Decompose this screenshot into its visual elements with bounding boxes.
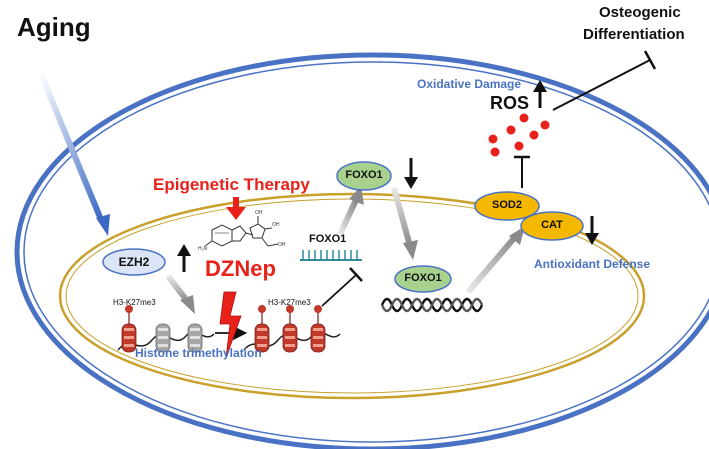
svg-text:OH: OH	[278, 242, 286, 248]
epigenetic-therapy-label: Epigenetic Therapy	[153, 175, 310, 194]
histone-cluster-right	[243, 305, 341, 353]
foxo1-protein-nucleus	[394, 265, 452, 293]
oxidative-damage-label: Oxidative Damage	[417, 77, 522, 91]
therapy-arrow	[226, 197, 246, 220]
sod2-label: SOD2	[492, 199, 522, 211]
cat-enzyme	[520, 211, 584, 241]
foxo1-gene-label: FOXO1	[309, 233, 347, 245]
cell-membrane	[14, 52, 709, 449]
svg-text:OH: OH	[255, 210, 263, 216]
svg-text:OH: OH	[272, 222, 280, 228]
foxo1-protein-label: FOXO1	[345, 169, 383, 181]
nucleus-membrane	[58, 192, 646, 400]
arrow-up-icon	[533, 80, 547, 108]
arrow-down-icon	[404, 158, 418, 189]
arrow-up-icon	[177, 244, 191, 272]
ezh2-to-histone-arrow	[165, 274, 195, 314]
sod2-enzyme	[474, 191, 540, 221]
dznep-label: DZNep	[205, 256, 276, 281]
dna-helix	[380, 297, 484, 313]
h3k27me3-label-left: H3-K27me3	[113, 298, 156, 307]
ezh2-label: EZH2	[118, 255, 150, 269]
cat-label: CAT	[541, 219, 563, 231]
lightning-bolt-icon	[219, 291, 242, 359]
foxo1-gene	[300, 250, 362, 261]
dna-to-antioxidant-arrow	[465, 226, 525, 294]
dznep-structure-icon	[204, 216, 279, 247]
h3k27me3-label-right: H3-K27me3	[268, 298, 311, 307]
osteogenic-label-line2: Differentiation	[583, 26, 685, 43]
antioxidant-inhibition	[514, 155, 530, 188]
histone-trimethylation-label: Histone trimethylation	[135, 346, 262, 360]
ros-osteogenic-inhibition	[552, 59, 651, 111]
aging-arrow	[37, 70, 105, 224]
foxo1-nuclear-label: FOXO1	[404, 272, 442, 284]
ezh2-protein	[102, 248, 166, 276]
antioxidant-defense-label: Antioxidant Defense	[534, 257, 651, 271]
ros-label: ROS	[490, 93, 530, 113]
histone-cluster-left	[117, 305, 215, 353]
gene-to-foxo1-arrow	[337, 186, 364, 236]
ros-dots	[488, 113, 550, 157]
histone-foxo1-inhibition	[321, 267, 363, 307]
svg-text:H₂N: H₂N	[198, 246, 208, 252]
aging-label: Aging	[17, 12, 91, 42]
arrow-down-icon	[585, 216, 599, 245]
foxo1-protein-cytoplasm	[336, 161, 392, 191]
osteogenic-label-line1: Osteogenic	[599, 4, 681, 21]
foxo1-nuclear-arrow	[391, 187, 418, 260]
